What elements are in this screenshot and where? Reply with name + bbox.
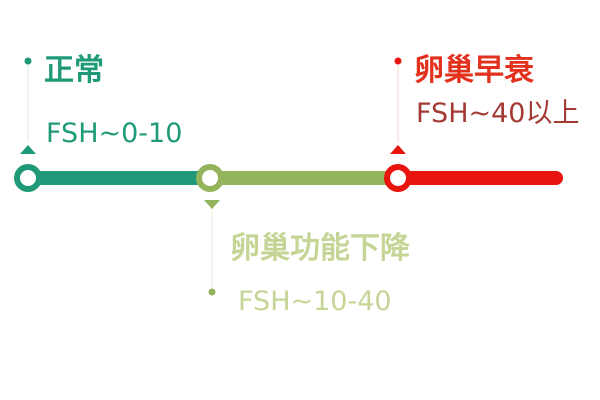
timeline-node-failure [384,164,412,192]
timeline-node-normal [14,164,42,192]
stage-decline-title: 卵巢功能下降 [230,231,410,266]
connector-dot-normal [24,57,32,65]
stage-failure-title: 卵巢早衰 [414,53,534,88]
connector-dot-failure [394,57,402,65]
pointer-triangle-decline [204,200,220,209]
pointer-triangle-failure [390,145,406,154]
stage-failure-range: FSH~40以上 [416,98,580,129]
stage-normal-range: FSH~0-10 [46,118,183,149]
stage-decline-range: FSH~10-40 [238,286,392,317]
pointer-triangle-normal [20,145,36,154]
stage-normal-title: 正常 [44,53,104,88]
connector-dot-decline [208,288,216,296]
timeline-node-decline [196,164,224,192]
